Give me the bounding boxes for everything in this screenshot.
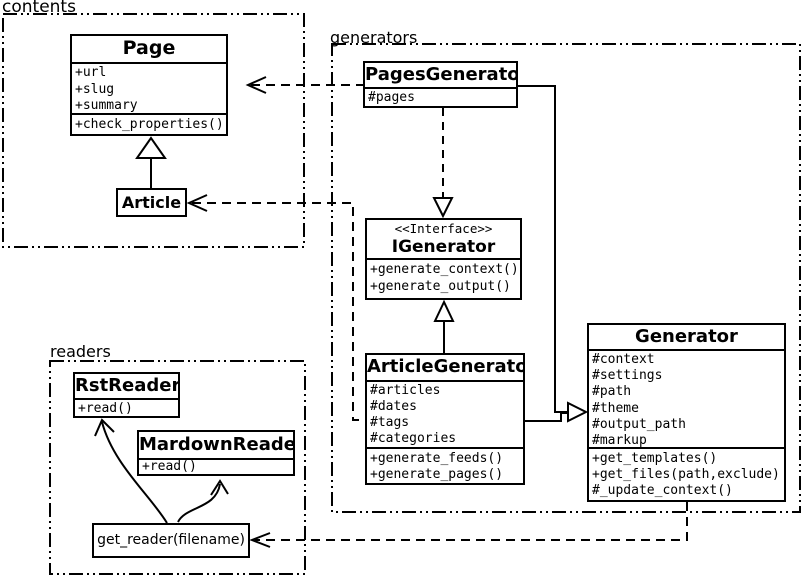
attribute: #context [592, 352, 655, 367]
class-rstreader-name: RstReader [75, 374, 178, 400]
package-border-contents [2, 13, 305, 248]
inheritance-generators-to-generator [518, 85, 589, 423]
class-generator: Generator #context #settings #path #them… [587, 323, 786, 502]
class-article: Article [116, 188, 187, 217]
class-page-attributes: +url +slug +summary [72, 64, 226, 115]
method: +get_files(path,exclude) [592, 467, 780, 482]
attribute: #settings [592, 368, 663, 384]
attribute: #markup [592, 433, 647, 449]
class-mardownreader-methods: +read() [139, 460, 293, 474]
attribute: +url [75, 65, 107, 80]
class-articlegenerator-methods: +generate_feeds() +generate_pages() [367, 449, 523, 483]
dependency-generator-to-get-reader [249, 502, 688, 548]
attribute: #dates [370, 399, 417, 414]
class-generator-name: Generator [589, 325, 784, 351]
class-igenerator: <<Interface>> IGenerator +generate_conte… [365, 218, 522, 300]
class-igenerator-name: IGenerator [391, 237, 496, 257]
method: +check_properties() [75, 117, 224, 132]
method: +generate_context() [370, 262, 519, 277]
class-page-methods: +check_properties() [72, 115, 226, 134]
attribute: #categories [370, 431, 457, 446]
method: +generate_pages() [370, 467, 504, 482]
class-page: Page +url +slug +summary +check_properti… [70, 34, 228, 136]
class-pagesgenerator: PagesGenerator #pages [363, 61, 518, 108]
attribute: #pages [368, 90, 415, 105]
attribute: #path [592, 384, 632, 400]
package-label-contents: contents [2, 0, 76, 17]
class-generator-methods: +get_templates() +get_files(path,exclude… [589, 449, 784, 500]
package-border-generators [331, 43, 801, 513]
class-generator-attributes: #context #settings #path #theme #output_… [589, 351, 784, 449]
arrow-get-reader-to-mardownreader [177, 479, 229, 523]
attribute: #theme [592, 400, 639, 416]
attribute: #articles [370, 383, 441, 398]
class-page-name: Page [72, 36, 226, 64]
dependency-articlegenerator-to-article [186, 194, 365, 421]
method: +generate_feeds() [370, 451, 504, 466]
method: #_update_context() [592, 483, 733, 498]
method: +get_templates() [592, 451, 718, 466]
class-rstreader-methods: +read() [75, 400, 178, 416]
class-igenerator-methods: +generate_context() +generate_output() [367, 260, 520, 298]
attribute: +summary [75, 98, 138, 113]
inheritance-articlegenerator-to-igenerator [433, 299, 455, 353]
package-label-readers: readers [50, 342, 111, 361]
realization-pagesgenerator-to-igenerator [432, 108, 454, 219]
method: +read() [142, 460, 197, 474]
class-mardownreader: MardownReader +read() [137, 430, 295, 476]
attribute: +slug [75, 81, 115, 97]
method: +read() [78, 401, 133, 416]
arrow-get-reader-to-rstreader [94, 418, 168, 524]
attribute: #tags [370, 415, 410, 430]
dependency-pagesgenerator-to-page [245, 76, 363, 94]
class-rstreader: RstReader +read() [73, 372, 180, 418]
package-border-readers [49, 360, 306, 575]
attribute: #output_path [592, 416, 686, 432]
class-articlegenerator: ArticleGenerator #articles #dates #tags … [365, 353, 525, 485]
class-mardownreader-name: MardownReader [139, 432, 293, 460]
class-articlegenerator-name: ArticleGenerator [367, 355, 523, 382]
inheritance-article-to-page [135, 136, 167, 188]
class-articlegenerator-attributes: #articles #dates #tags #categories [367, 382, 523, 449]
package-label-generators: generators [330, 28, 418, 47]
function-get-reader: get_reader(filename) [92, 523, 250, 558]
class-article-name: Article [121, 193, 182, 212]
class-pagesgenerator-attributes: #pages [365, 89, 516, 106]
method: +generate_output() [370, 278, 511, 294]
class-igenerator-stereotype: <<Interface>> [394, 221, 493, 236]
class-pagesgenerator-name: PagesGenerator [365, 63, 516, 89]
